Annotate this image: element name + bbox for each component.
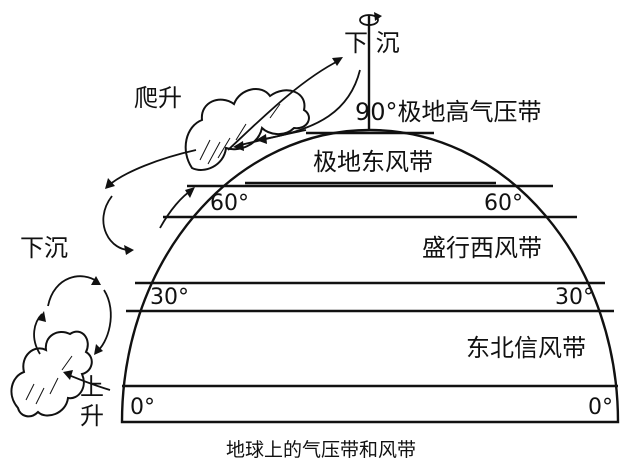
arrow-rising-up [33, 313, 43, 355]
arrowhead-icon [185, 187, 195, 198]
arrowhead-icon [91, 276, 101, 285]
label-lat-0-left: 0° [130, 395, 155, 420]
hemisphere [120, 128, 620, 424]
cloud-lower [10, 330, 93, 418]
diagram-caption: 地球上的气压带和风带 [226, 439, 416, 461]
label-sinking-left: 下沉 [20, 234, 68, 262]
arrow-sinking-left [47, 275, 99, 307]
arrowhead-icon [63, 370, 73, 380]
label-lat-30-right: 30° [555, 285, 594, 310]
arrow-sinking-down [95, 289, 112, 353]
cloud-upper [184, 88, 310, 171]
arrow-mid-loop [102, 195, 133, 251]
earth-axis [359, 12, 382, 130]
label-westerlies: 盛行西风带 [422, 234, 542, 262]
label-polar-easterlies: 极地东风带 [313, 148, 433, 176]
label-polar-high-pressure: 90°极地高气压带 [355, 98, 542, 126]
rotation-arrow-icon [359, 14, 379, 26]
rotation-arrowhead-icon [374, 12, 382, 21]
arrowhead-icon [256, 134, 267, 144]
label-lat-60-right: 60° [484, 191, 523, 216]
arrow-mid-up [159, 189, 193, 229]
arrow-polar-descent [227, 59, 341, 151]
arrowhead-icon [38, 311, 46, 322]
arrowhead-icon [124, 245, 134, 255]
label-sinking-top: 下 沉 [344, 29, 400, 57]
label-rising-top: 上 [80, 373, 104, 401]
label-lat-0-right: 0° [588, 395, 613, 420]
label-lat-30-left: 30° [150, 285, 189, 310]
arrowhead-icon [332, 57, 343, 66]
label-rising-bottom: 升 [80, 402, 104, 430]
label-trade-winds: 东北信风带 [466, 334, 586, 362]
label-lat-60-left: 60° [210, 191, 249, 216]
circulation-arrows [33, 57, 361, 391]
arrowhead-icon [233, 141, 244, 151]
label-climbing: 爬升 [134, 84, 182, 112]
arrowhead-icon [94, 344, 103, 355]
arrowhead-icon [105, 178, 115, 189]
arrow-upper-left-loop [107, 149, 197, 187]
